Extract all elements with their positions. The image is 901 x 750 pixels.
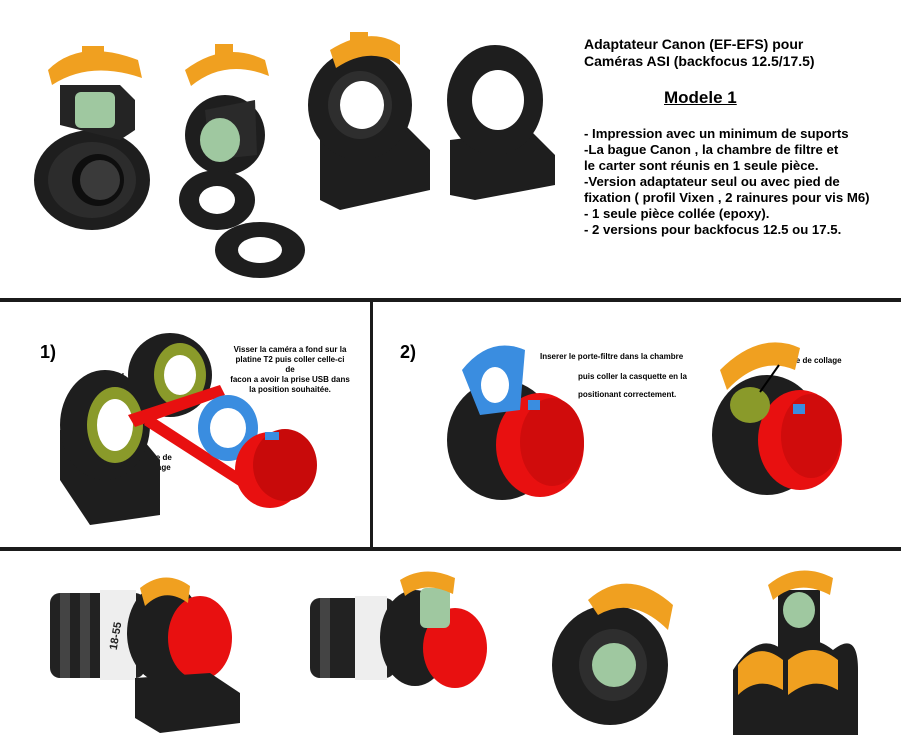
adapter-assembled-illustration [34, 46, 150, 230]
step2-zone-label: zone de collage [782, 356, 842, 365]
header-title-line2: Caméras ASI (backfocus 12.5/17.5) [584, 53, 815, 69]
step2-cap-glue-illustration [712, 342, 842, 495]
step2-instruction-line1: Inserer le porte-filtre dans la chambre [540, 352, 684, 361]
horizontal-divider-top [0, 298, 901, 302]
header-title: Adaptateur Canon (EF-EFS) pour Caméras A… [584, 36, 815, 70]
adapter-back-view-illustration [447, 45, 555, 200]
step1-instruction-line: Visser la caméra a fond sur la [233, 345, 347, 354]
feature-item: -La bague Canon , la chambre de filtre e… [584, 142, 839, 157]
feature-item: le carter sont réunis en 1 seule pièce. [584, 158, 819, 173]
header-title-line1: Adaptateur Canon (EF-EFS) pour [584, 36, 804, 52]
lens-mounted-with-foot-illustration [50, 577, 240, 733]
step1-instruction: Visser la caméra a fond sur la platine T… [230, 345, 350, 395]
step2-instruction-line3: positionant correctement. [578, 390, 677, 399]
step1-instruction-line: la position souhaitée. [249, 385, 331, 394]
step1-instruction-line: platine T2 puis coller celle-ci de [235, 355, 345, 374]
model-title: Modele 1 [664, 88, 737, 107]
step2-instruction-line2: puis coller la casquette en la [578, 372, 687, 381]
feature-item: - 1 seule pièce collée (epoxy). [584, 206, 770, 221]
step1-number: 1) [40, 342, 57, 362]
vertical-divider-middle [370, 300, 373, 549]
adapter-exploded-illustration [179, 44, 305, 278]
step1-assembly-illustration [60, 333, 317, 525]
adapter-with-foot-illustration [308, 32, 430, 210]
step1-instruction-line: facon a avoir la prise USB dans [230, 375, 350, 384]
lens-mounted-with-filter-illustration [310, 571, 487, 688]
adapter-orange-cap-illustration [552, 583, 673, 725]
feature-item: - Impression avec un minimum de suports [584, 126, 849, 141]
feature-item: fixation ( profil Vixen , 2 rainures pou… [584, 190, 870, 205]
feature-list: - Impression avec un minimum de suports … [584, 126, 870, 238]
step2-number: 2) [400, 342, 417, 362]
adapter-housing-illustration [733, 570, 858, 735]
step2-filter-insert-illustration [447, 345, 584, 500]
feature-item: - 2 versions pour backfocus 12.5 ou 17.5… [584, 222, 842, 237]
horizontal-divider-bottom [0, 547, 901, 551]
feature-item: -Version adaptateur seul ou avec pied de [584, 174, 840, 189]
